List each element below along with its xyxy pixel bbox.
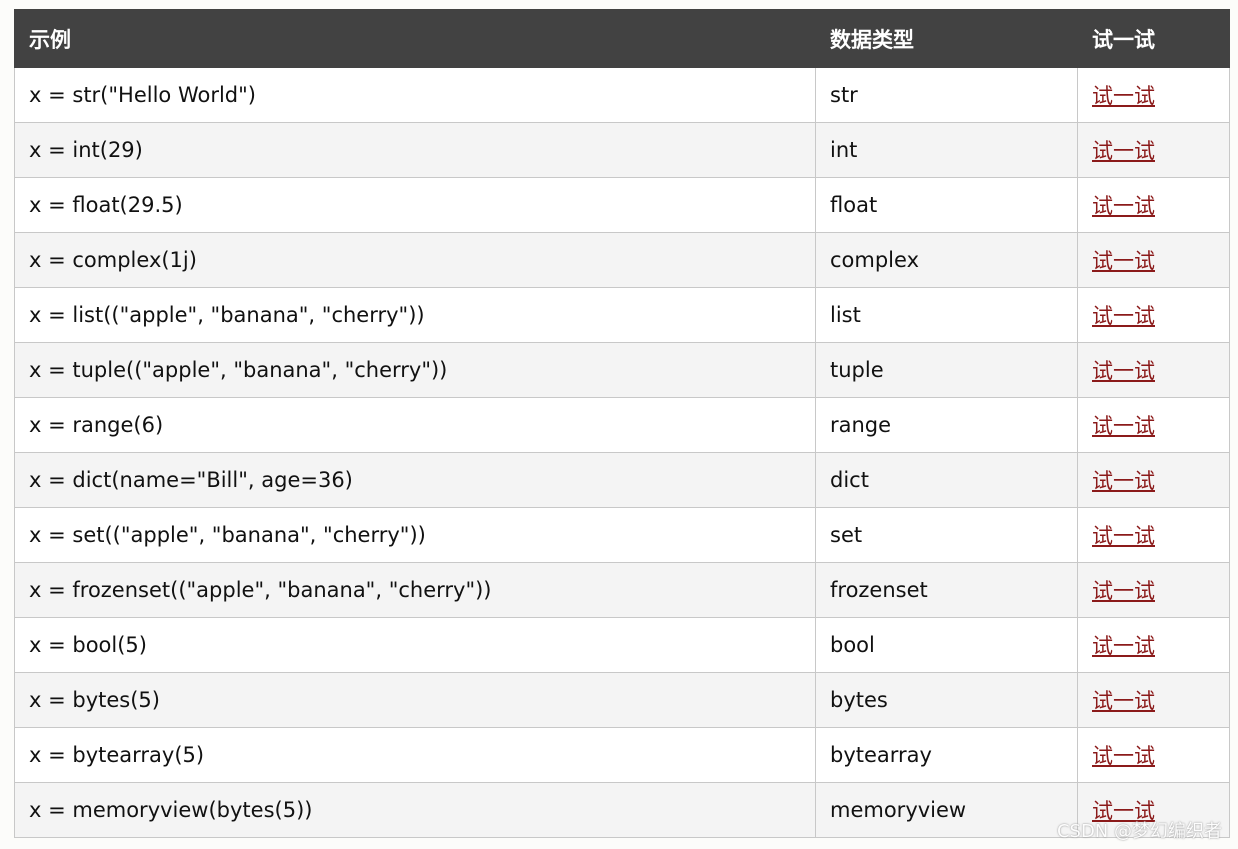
try-it-link[interactable]: 试一试 xyxy=(1092,799,1155,823)
table-row: x = int(29)int 试一试 xyxy=(14,122,1230,178)
table-row: x = bool(5)bool 试一试 xyxy=(14,617,1230,673)
try-it-link[interactable]: 试一试 xyxy=(1092,84,1155,108)
header-data-type: 数据类型 xyxy=(815,9,1078,68)
table-row: x = bytes(5)bytes 试一试 xyxy=(14,672,1230,728)
try-it-cell: 试一试 xyxy=(1077,672,1230,728)
try-it-link[interactable]: 试一试 xyxy=(1092,524,1155,548)
example-cell: x = complex(1j) xyxy=(14,232,816,288)
data-type-cell: int xyxy=(815,122,1078,178)
data-type-cell: dict xyxy=(815,452,1078,508)
data-type-cell: bytes xyxy=(815,672,1078,728)
try-it-cell: 试一试 xyxy=(1077,287,1230,343)
try-it-cell: 试一试 xyxy=(1077,507,1230,563)
data-type-cell: frozenset xyxy=(815,562,1078,618)
try-it-link[interactable]: 试一试 xyxy=(1092,634,1155,658)
table-header: 示例 数据类型 试一试 xyxy=(14,9,1230,68)
data-type-cell: memoryview xyxy=(815,782,1078,838)
table-row: x = range(6)range 试一试 xyxy=(14,397,1230,453)
table-row: x = tuple(("apple", "banana", "cherry"))… xyxy=(14,342,1230,398)
table-row: x = dict(name="Bill", age=36)dict 试一试 xyxy=(14,452,1230,508)
example-cell: x = bytearray(5) xyxy=(14,727,816,783)
watermark: CSDN @梦幻编织者 xyxy=(1056,821,1222,842)
try-it-cell: 试一试 xyxy=(1077,232,1230,288)
try-it-link[interactable]: 试一试 xyxy=(1092,414,1155,438)
example-cell: x = frozenset(("apple", "banana", "cherr… xyxy=(14,562,816,618)
example-cell: x = tuple(("apple", "banana", "cherry")) xyxy=(14,342,816,398)
header-row: 示例 数据类型 试一试 xyxy=(14,9,1230,68)
table-row: x = str("Hello World")str 试一试 xyxy=(14,67,1230,123)
data-type-cell: range xyxy=(815,397,1078,453)
header-try-it: 试一试 xyxy=(1077,9,1230,68)
data-type-cell: complex xyxy=(815,232,1078,288)
example-cell: x = int(29) xyxy=(14,122,816,178)
try-it-link[interactable]: 试一试 xyxy=(1092,249,1155,273)
data-type-cell: set xyxy=(815,507,1078,563)
table-row: x = float(29.5)float 试一试 xyxy=(14,177,1230,233)
try-it-link[interactable]: 试一试 xyxy=(1092,304,1155,328)
try-it-cell: 试一试 xyxy=(1077,782,1230,838)
try-it-link[interactable]: 试一试 xyxy=(1092,469,1155,493)
try-it-link[interactable]: 试一试 xyxy=(1092,139,1155,163)
data-type-cell: tuple xyxy=(815,342,1078,398)
data-type-cell: list xyxy=(815,287,1078,343)
try-it-cell: 试一试 xyxy=(1077,562,1230,618)
try-it-link[interactable]: 试一试 xyxy=(1092,579,1155,603)
example-cell: x = memoryview(bytes(5)) xyxy=(14,782,816,838)
example-cell: x = list(("apple", "banana", "cherry")) xyxy=(14,287,816,343)
data-type-cell: float xyxy=(815,177,1078,233)
example-cell: x = dict(name="Bill", age=36) xyxy=(14,452,816,508)
example-cell: x = range(6) xyxy=(14,397,816,453)
example-cell: x = set(("apple", "banana", "cherry")) xyxy=(14,507,816,563)
try-it-cell: 试一试 xyxy=(1077,617,1230,673)
table-row: x = list(("apple", "banana", "cherry"))l… xyxy=(14,287,1230,343)
try-it-cell: 试一试 xyxy=(1077,177,1230,233)
try-it-cell: 试一试 xyxy=(1077,67,1230,123)
example-cell: x = bool(5) xyxy=(14,617,816,673)
table-row: x = set(("apple", "banana", "cherry"))se… xyxy=(14,507,1230,563)
table-row: x = complex(1j)complex 试一试 xyxy=(14,232,1230,288)
table-row: x = memoryview(bytes(5))memoryview 试一试 xyxy=(14,782,1230,838)
example-cell: x = str("Hello World") xyxy=(14,67,816,123)
try-it-cell: 试一试 xyxy=(1077,727,1230,783)
try-it-cell: 试一试 xyxy=(1077,452,1230,508)
try-it-link[interactable]: 试一试 xyxy=(1092,359,1155,383)
header-example: 示例 xyxy=(14,9,816,68)
try-it-cell: 试一试 xyxy=(1077,122,1230,178)
data-type-cell: bool xyxy=(815,617,1078,673)
table-row: x = bytearray(5)bytearray 试一试 xyxy=(14,727,1230,783)
data-type-cell: str xyxy=(815,67,1078,123)
try-it-link[interactable]: 试一试 xyxy=(1092,744,1155,768)
try-it-cell: 试一试 xyxy=(1077,397,1230,453)
table-row: x = frozenset(("apple", "banana", "cherr… xyxy=(14,562,1230,618)
example-cell: x = bytes(5) xyxy=(14,672,816,728)
try-it-link[interactable]: 试一试 xyxy=(1092,689,1155,713)
data-type-cell: bytearray xyxy=(815,727,1078,783)
example-cell: x = float(29.5) xyxy=(14,177,816,233)
try-it-link[interactable]: 试一试 xyxy=(1092,194,1155,218)
try-it-cell: 试一试 xyxy=(1077,342,1230,398)
